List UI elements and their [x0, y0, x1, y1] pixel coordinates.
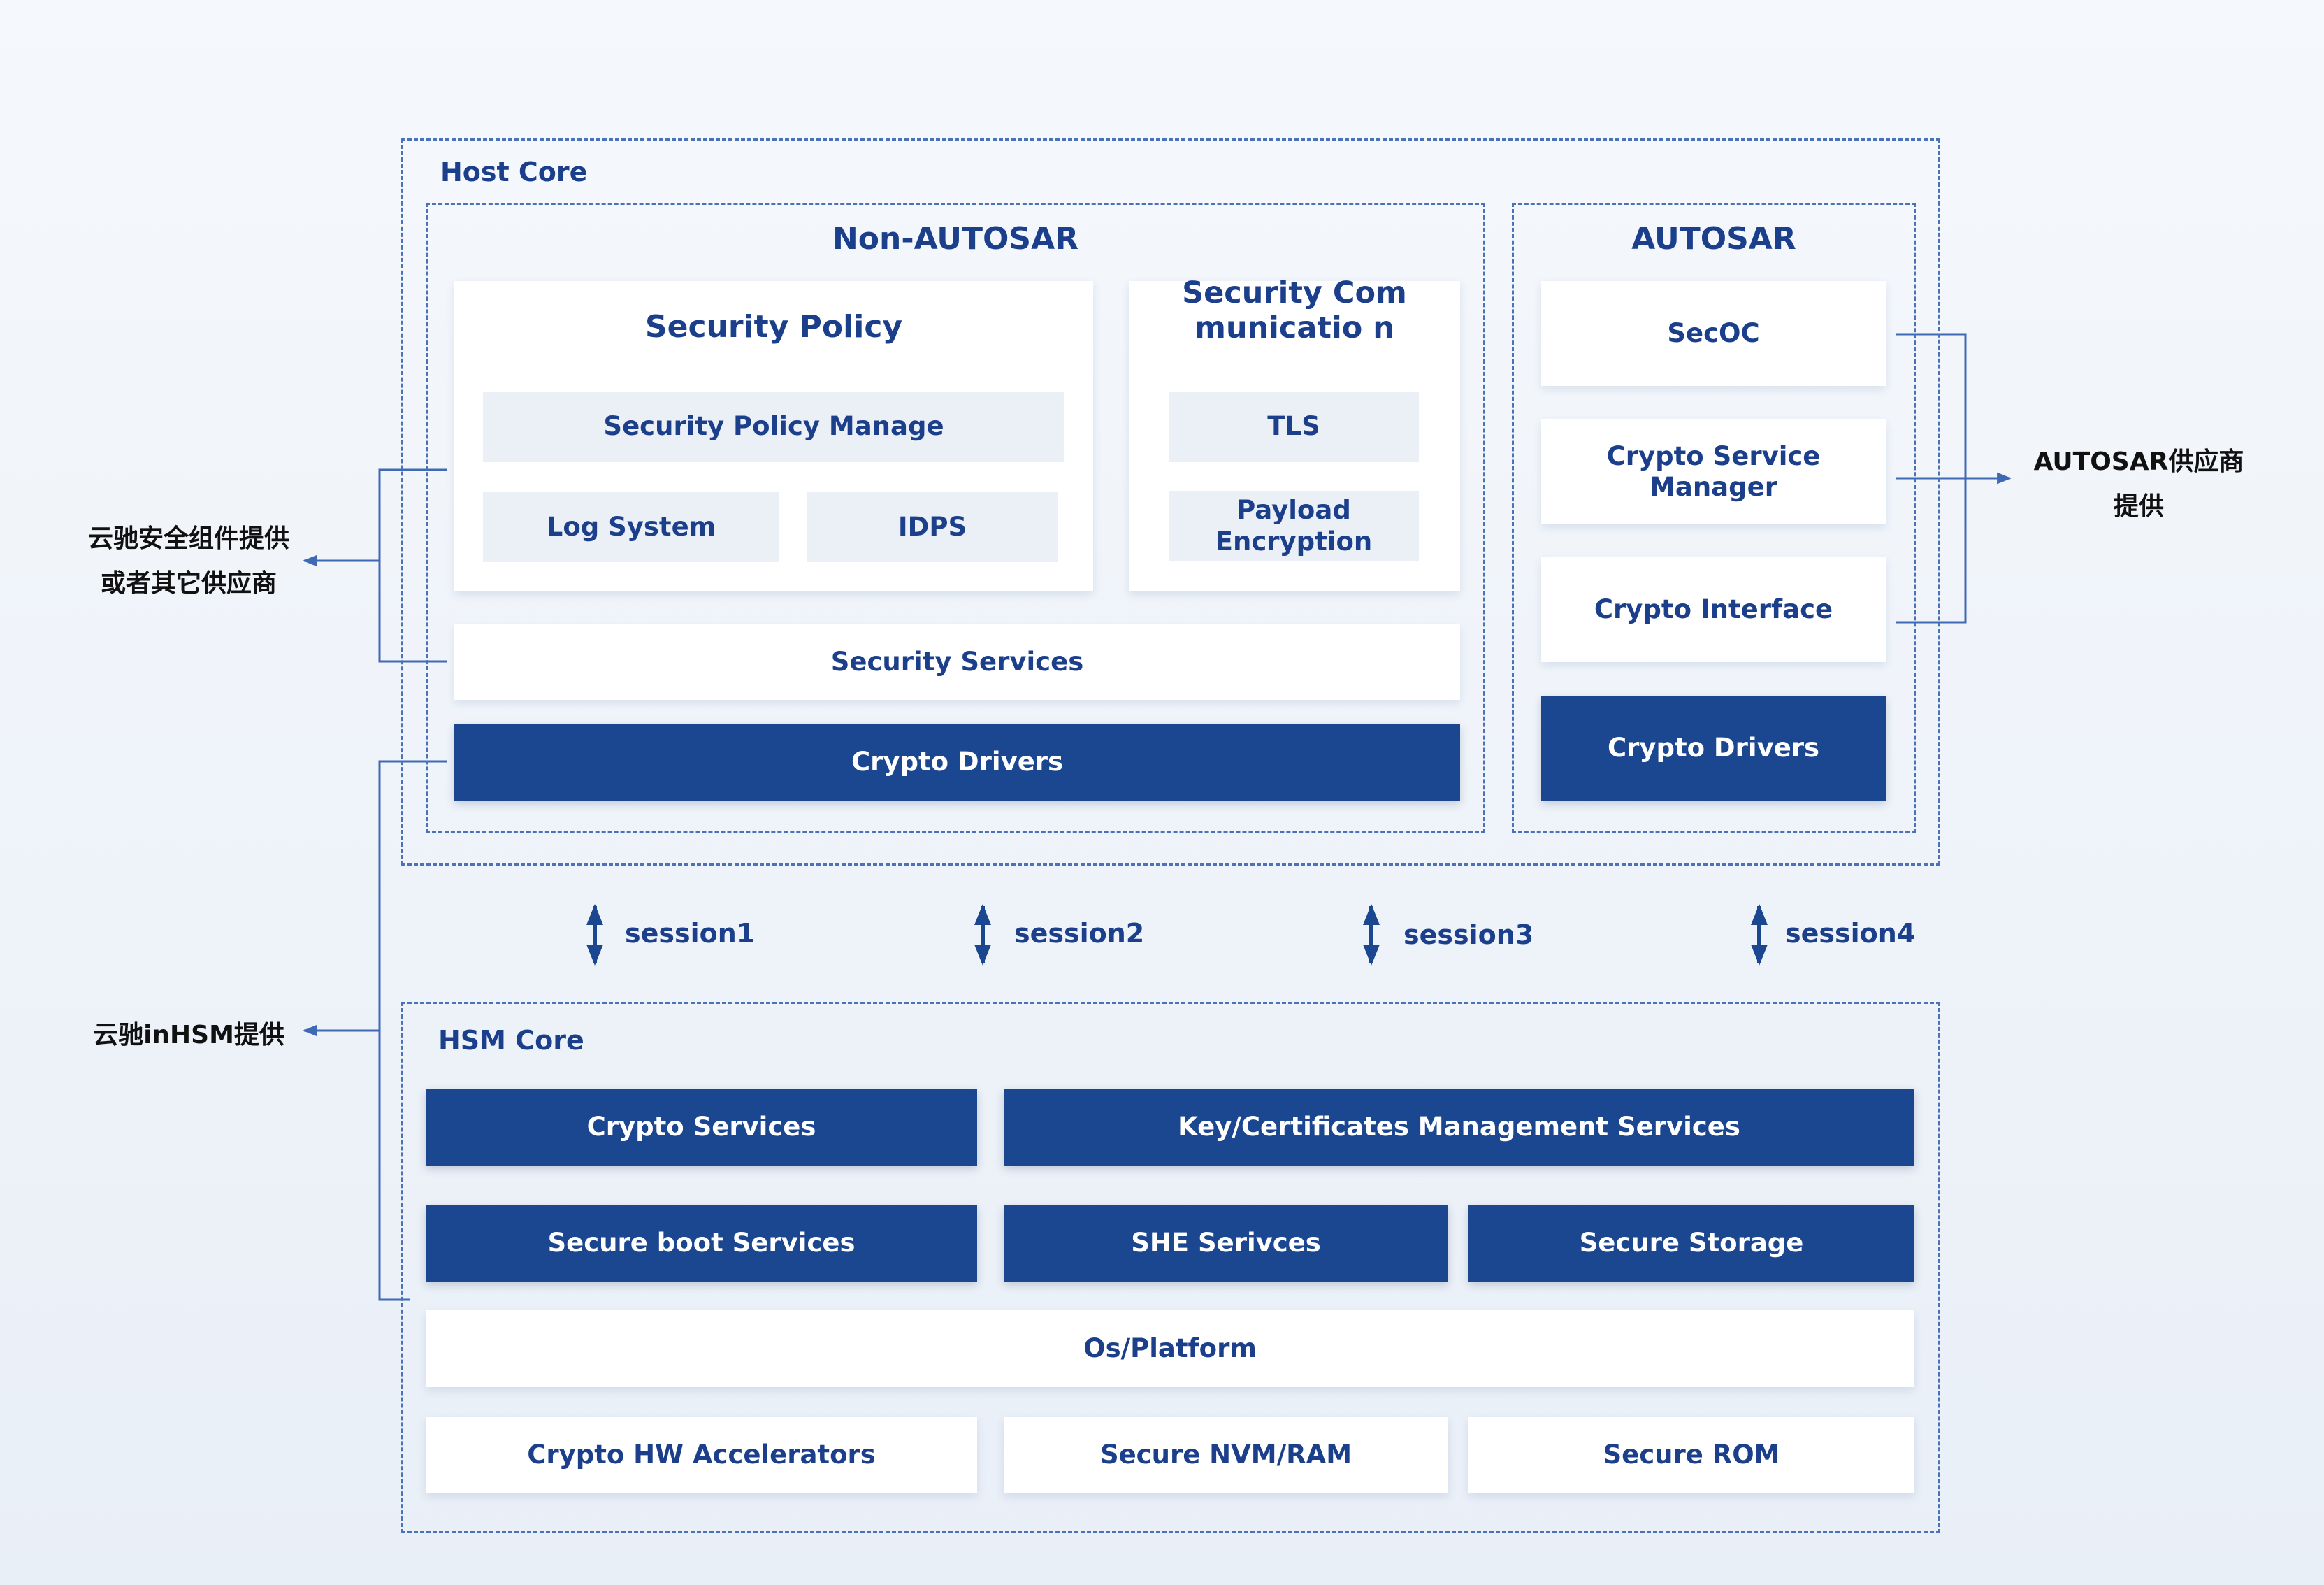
- log-system-box: Log System: [483, 492, 779, 562]
- security-policy-title: Security Policy: [644, 309, 903, 345]
- crypto-service-manager-box: Crypto Service Manager: [1541, 419, 1886, 524]
- non-autosar-title: Non-AUTOSAR: [832, 221, 1079, 257]
- hsm-core-container: [401, 1002, 1940, 1533]
- security-communication-title: Security Communicatio n: [1182, 275, 1407, 345]
- secure-storage-box: Secure Storage: [1468, 1205, 1914, 1282]
- right-label: AUTOSAR供应商 提供: [2013, 440, 2265, 529]
- she-services-box: SHE Serivces: [1004, 1205, 1448, 1282]
- session2-label: session2: [1014, 918, 1145, 949]
- session4-label: session4: [1785, 918, 1916, 949]
- right-label-line1: AUTOSAR供应商: [2033, 447, 2244, 476]
- secure-boot-services-box: Secure boot Services: [426, 1205, 977, 1282]
- left-bottom-label: 云驰inHSM提供: [93, 1021, 284, 1049]
- session1-label: session1: [625, 918, 756, 949]
- non-autosar-container: [426, 203, 1485, 833]
- left-top-bracket: [378, 468, 447, 663]
- autosar-container: [1512, 203, 1916, 833]
- secoc-box: SecOC: [1541, 281, 1886, 386]
- crypto-drivers-non-autosar-box: Crypto Drivers: [454, 724, 1460, 801]
- session3-label: session3: [1403, 919, 1534, 950]
- crypto-interface-box: Crypto Interface: [1541, 557, 1886, 662]
- idps-box: IDPS: [807, 492, 1058, 562]
- tls-box: TLS: [1169, 392, 1419, 462]
- secure-nvm-ram-box: Secure NVM/RAM: [1004, 1417, 1448, 1493]
- left-top-label: 云驰安全组件提供 或者其它供应商: [56, 517, 322, 606]
- autosar-title: AUTOSAR: [1631, 221, 1796, 257]
- host-core-container: [401, 138, 1940, 866]
- security-policy-manage-box: Security Policy Manage: [483, 392, 1064, 462]
- secure-rom-box: Secure ROM: [1468, 1417, 1914, 1493]
- os-platform-box: Os/Platform: [426, 1310, 1914, 1387]
- left-top-label-line2: 或者其它供应商: [100, 569, 277, 598]
- payload-encryption-box: Payload Encryption: [1169, 491, 1419, 561]
- key-certificates-management-box: Key/Certificates Management Services: [1004, 1089, 1914, 1166]
- security-services-box: Security Services: [454, 624, 1460, 700]
- hsm-core-title: HSM Core: [438, 1025, 584, 1056]
- crypto-hw-accelerators-box: Crypto HW Accelerators: [426, 1417, 977, 1493]
- host-core-title: Host Core: [440, 157, 588, 187]
- crypto-services-box: Crypto Services: [426, 1089, 977, 1166]
- crypto-drivers-autosar-box: Crypto Drivers: [1541, 696, 1886, 801]
- left-top-label-line1: 云驰安全组件提供: [87, 524, 289, 553]
- right-label-line2: 提供: [2113, 492, 2164, 521]
